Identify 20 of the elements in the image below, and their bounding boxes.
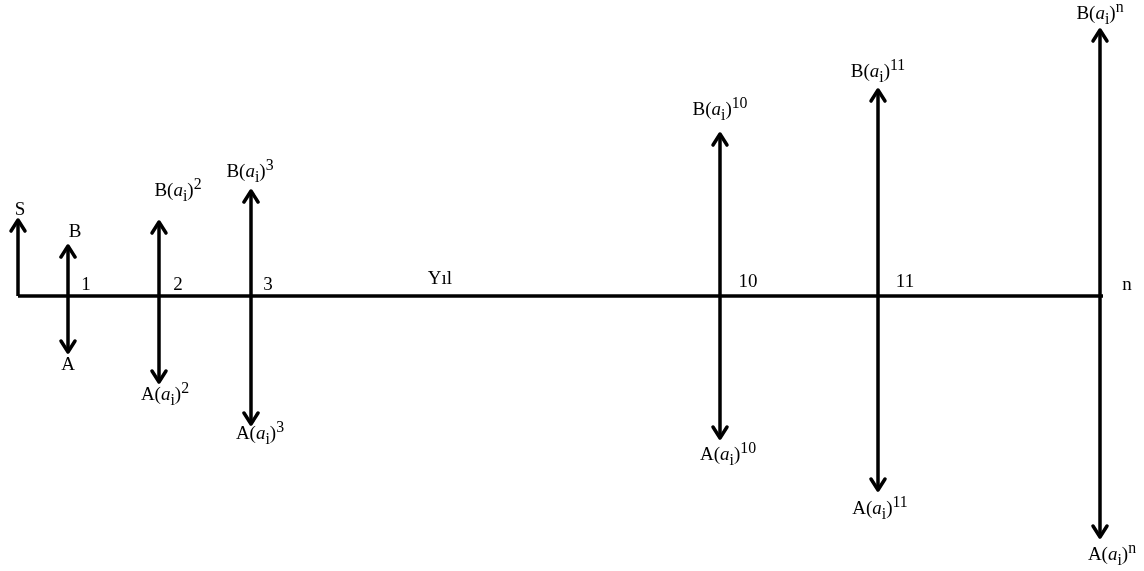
period-number: 1 [81,273,91,293]
flow-label: A(a$_{i}$)$^{n}$ [1087,540,1137,568]
period-number: n [1122,273,1132,293]
period-number: 11 [895,270,915,290]
period-number: 3 [263,273,273,293]
period-number: 2 [173,273,183,293]
period-number: 10 [738,270,758,290]
flow-label: S [14,198,26,218]
flow-label: B(a$_{i}$)$^{3}$ [226,157,274,185]
flow-label: B(a$_{i}$)$^{2}$ [154,176,202,204]
flow-label: A(a$_{i}$)$^{2}$ [140,380,190,408]
flow-label: A(a$_{i}$)$^{10}$ [699,440,757,468]
flow-label: B(a$_{i}$)$^{11}$ [850,57,906,85]
axis-label: Yıl [427,267,453,287]
flow-label: A(a$_{i}$)$^{11}$ [852,494,908,522]
flow-label: B [68,220,82,240]
flow-label: B(a$_{i}$)$^{n}$ [1076,0,1124,27]
flow-label: A [61,353,75,373]
flow-label: A(a$_{i}$)$^{3}$ [235,419,285,447]
flow-label: B(a$_{i}$)$^{10}$ [692,95,748,123]
